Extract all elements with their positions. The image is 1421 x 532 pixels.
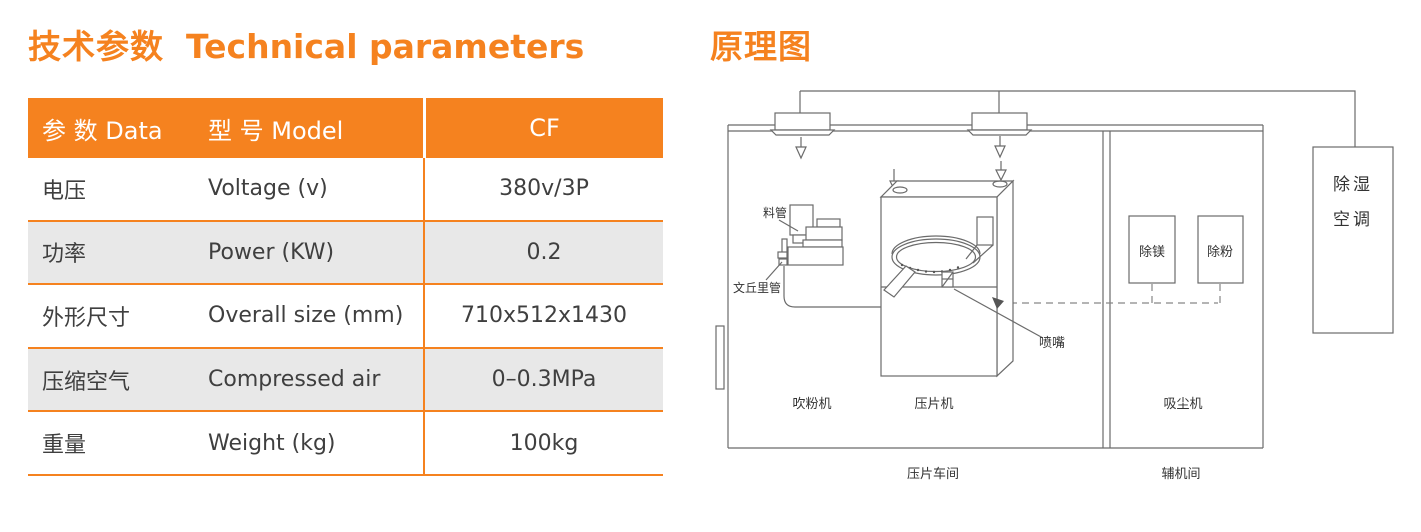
cell-cn: 电压 (42, 178, 87, 204)
cell-en: Power (KW) (208, 239, 335, 265)
cell-cn: 外形尺寸 (42, 305, 131, 331)
vent-flange (966, 129, 1033, 136)
cell-value: 0.2 (423, 221, 663, 284)
dust-collectors: 除镁 除粉 (1128, 215, 1244, 284)
dehumidifier-label-line2: 空调 (1333, 210, 1373, 230)
tablet-press-machine (879, 179, 1015, 378)
nozzle-leader (953, 288, 1044, 339)
ceiling-vents (769, 112, 1033, 136)
demag-label: 除镁 (1139, 245, 1165, 260)
cell-cn: 功率 (42, 242, 87, 268)
aux-room-label: 辅机间 (1161, 467, 1200, 482)
venturi-leader (765, 261, 783, 281)
section-title-principle-diagram: 原理图 (710, 27, 812, 66)
header-cell-param: 参 数 Data (42, 116, 163, 145)
cell-en: Overall size (mm) (208, 303, 404, 329)
dust-vacuum-label: 吸尘机 (1163, 397, 1202, 412)
technical-parameters-table: 参 数 Data 型 号 Model CF 电压 Voltage (v) 380… (28, 98, 663, 476)
cell-value: 710x512x1430 (423, 285, 663, 347)
depowder-label: 除粉 (1207, 245, 1233, 260)
tablet-press-label: 压片机 (914, 397, 953, 412)
section-title-technical-parameters: 技术参数 Technical parameters (28, 20, 584, 68)
cell-cn: 重量 (42, 433, 87, 459)
venturi-label: 文丘里管 (733, 280, 781, 295)
door (715, 325, 725, 390)
cell-en: Weight (kg) (208, 430, 336, 456)
workshop-label: 压片车间 (907, 466, 959, 482)
vent-icon (971, 112, 1028, 131)
punch-stations (900, 263, 960, 274)
header-cell-model: 型 号 Model (208, 116, 344, 145)
powder-blower-label: 吹粉机 (792, 397, 831, 412)
nozzle-label: 喷嘴 (1039, 336, 1065, 351)
cell-en: Voltage (v) (208, 176, 328, 202)
feed-funnel (976, 216, 994, 246)
table-header-row: 参 数 Data 型 号 Model CF (28, 98, 663, 158)
title-en: Technical parameters (186, 27, 585, 66)
vent-flange (769, 129, 836, 136)
nozzle-arrowhead (992, 297, 1004, 309)
vent-icon (774, 112, 831, 131)
powder-blower (777, 204, 844, 266)
air-duct-pipes (799, 90, 1356, 147)
cell-value: 0–0.3MPa (423, 348, 663, 411)
header-cell-value: CF (423, 98, 663, 158)
cell-value: 380v/3P (423, 158, 663, 220)
feed-pipe-label: 料管 (763, 205, 787, 220)
feed-pipe-leader (778, 219, 799, 232)
cell-cn: 压缩空气 (42, 369, 131, 395)
dehumidifier-unit: 除湿 空调 (1312, 146, 1394, 334)
table-row: 外形尺寸 Overall size (mm) 710x512x1430 (28, 285, 663, 349)
title-cn: 技术参数 (28, 27, 164, 66)
table-row: 压缩空气 Compressed air 0–0.3MPa (28, 348, 663, 413)
discharge-chute (883, 265, 916, 298)
dehumidifier-label-line1: 除湿 (1333, 175, 1373, 195)
cell-en: Compressed air (208, 367, 381, 393)
cell-value: 100kg (423, 412, 663, 474)
table-row: 电压 Voltage (v) 380v/3P (28, 158, 663, 222)
principle-diagram: 除湿 空调 除镁 除粉 料管 文丘里管 (715, 90, 1394, 482)
table-row: 重量 Weight (kg) 100kg (28, 412, 663, 476)
table-row: 功率 Power (KW) 0.2 (28, 221, 663, 286)
airflow-arrow-icons (795, 136, 1007, 191)
venturi-valve (777, 251, 788, 259)
venturi-valve (778, 258, 788, 266)
